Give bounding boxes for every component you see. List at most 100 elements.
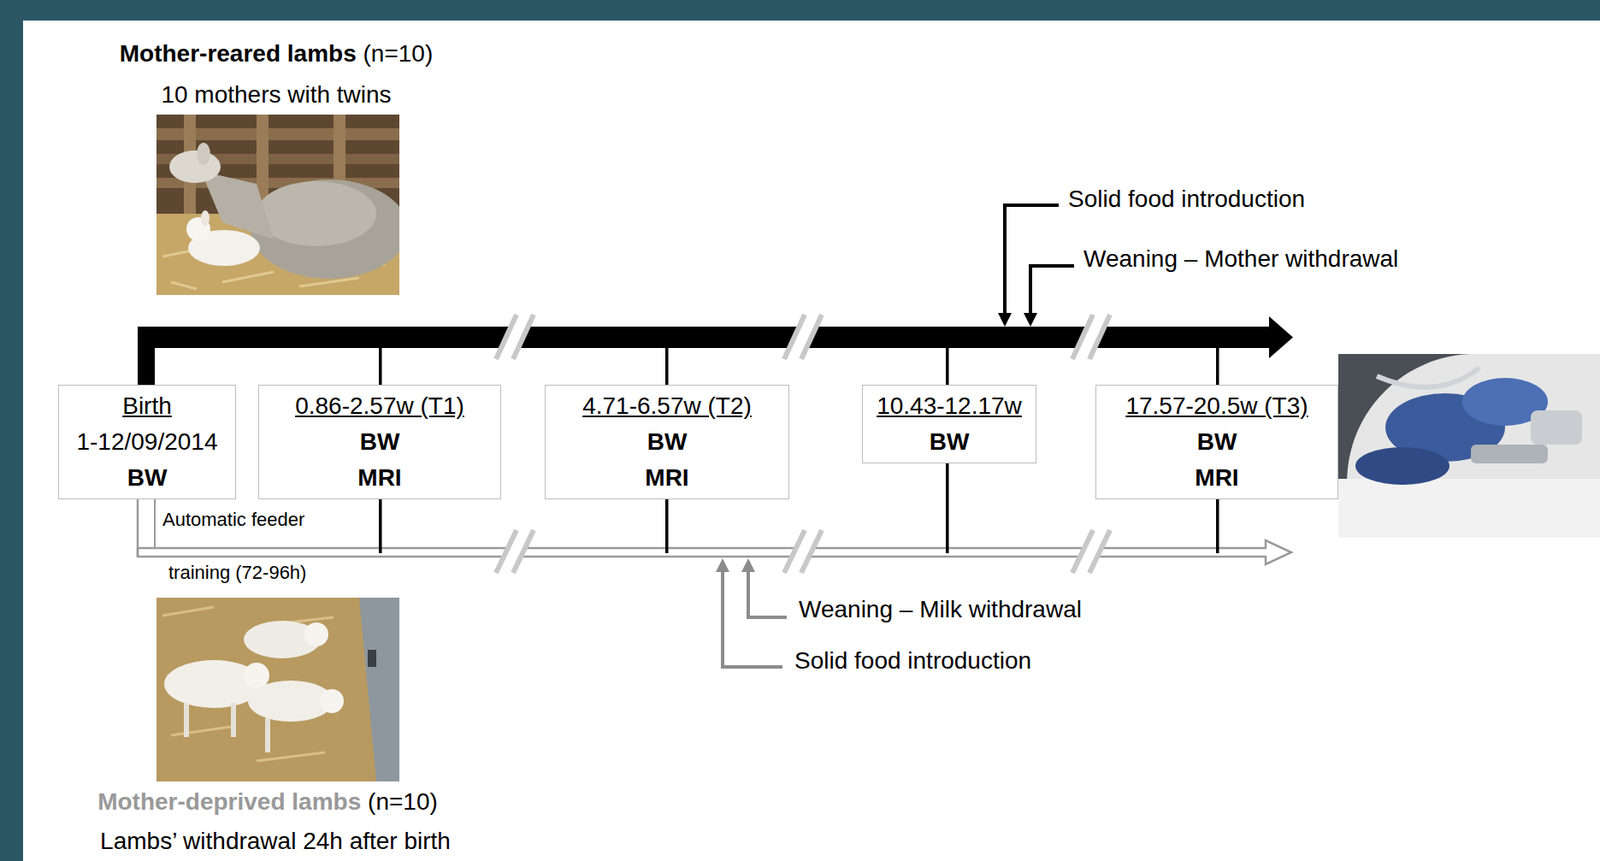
training-note: training (72-96h): [168, 561, 307, 584]
break-mark: [513, 314, 534, 360]
mother-reared-timeline: [378, 342, 383, 387]
event-leader-arrow: [715, 558, 787, 668]
break-mark: [495, 314, 534, 360]
break-mark: [1089, 530, 1110, 573]
mri-photo: [1355, 447, 1450, 485]
training-note: Automatic feeder: [162, 508, 305, 532]
mother-reared-timeline: [1269, 316, 1293, 359]
group-title: Mother-reared lambs: [119, 40, 357, 67]
mother-reared-timeline: [137, 326, 155, 385]
measure-text: MRI: [1194, 460, 1239, 496]
mother-reared-timeline: [1216, 342, 1220, 387]
event-leader-arrow: [1023, 312, 1038, 327]
event-leader-arrow: [1030, 265, 1075, 315]
event-label: Solid food introduction: [1068, 184, 1305, 214]
lambs-photo: [230, 702, 237, 738]
timepoint-box: 4.71-6.57w (T2)BWMRI: [544, 384, 790, 500]
break-mark: [801, 314, 822, 360]
mri-photo: [1338, 354, 1600, 538]
group-title: Mother-reared lambs(n=10): [119, 39, 434, 69]
ewe-photo: [200, 210, 210, 226]
mother-deprived-timeline: [137, 540, 1292, 565]
lambs-photo: [183, 702, 189, 738]
break-mark: [784, 314, 822, 360]
group-note: Lambs’ withdrawal 24h after birth: [100, 827, 451, 855]
timepoint-box: 10.43-12.17wBW: [861, 384, 1037, 464]
group-note: 10 mothers with twins: [160, 81, 391, 108]
group-title: (n=10): [367, 788, 438, 815]
measure-text: BW: [127, 460, 168, 496]
measure-text: MRI: [357, 460, 402, 496]
mother-deprived-timeline: [945, 456, 950, 554]
ewe-photo: [200, 171, 274, 240]
timepoint-box: 17.57-20.5w (T3)BWMRI: [1095, 384, 1339, 500]
lambs-photo: [156, 597, 400, 782]
ewe-photo: [169, 150, 221, 184]
mri-photo: [1530, 410, 1583, 445]
measure-text: BW: [929, 424, 970, 461]
mother-reared-timeline: [665, 342, 669, 387]
event-leader-arrow: [741, 558, 756, 573]
break-mark: [784, 530, 822, 573]
event-label: Weaning – Milk withdrawal: [798, 596, 1082, 623]
break-mark: [513, 530, 534, 573]
timepoint-heading: 0.86-2.57w (T1): [295, 388, 465, 425]
mother-deprived-timeline: [136, 495, 140, 557]
timepoint-heading: 10.43-12.17w: [876, 388, 1022, 425]
group-note: Lambs’ withdrawal 24h after birth: [100, 826, 451, 857]
ewe-photo: [196, 142, 211, 166]
mother-reared-timeline: [137, 316, 1293, 387]
event-leader-arrow: [997, 312, 1012, 327]
timepoint-box: Birth1-12/09/2014BW: [58, 384, 237, 500]
timepoint-heading: 4.71-6.57w (T2): [582, 388, 752, 425]
measure-text: BW: [360, 424, 401, 461]
ewe-photo: [250, 179, 400, 279]
break-mark: [1072, 530, 1110, 573]
event-leader-arrow: [997, 205, 1075, 327]
mother-deprived-timeline: [1216, 495, 1220, 554]
measure-text: BW: [647, 424, 688, 461]
event-leader-arrow: [722, 570, 783, 668]
measure-text: MRI: [644, 460, 689, 496]
timepoint-heading: 17.57-20.5w (T3): [1125, 388, 1308, 425]
timepoint-heading: Birth: [122, 388, 172, 425]
break-mark: [495, 314, 1110, 573]
break-mark: [1072, 314, 1110, 360]
measure-text: BW: [1197, 424, 1238, 461]
mother-reared-timeline: [945, 342, 950, 387]
lambs-photo: [367, 649, 377, 668]
training-note: training (72-96h): [168, 561, 307, 585]
measure-text: 1-12/09/2014: [76, 424, 218, 461]
mother-deprived-timeline: [665, 495, 669, 554]
group-title: Mother-deprived lambs(n=10): [97, 787, 438, 817]
break-mark: [801, 530, 822, 573]
break-mark: [1089, 314, 1110, 360]
lambs-photo: [304, 622, 329, 647]
mri-photo: [1376, 367, 1480, 388]
event-leader-arrow: [748, 570, 787, 618]
event-label: Weaning – Milk withdrawal: [798, 595, 1082, 625]
event-label: Weaning – Mother withdrawal: [1083, 245, 1399, 272]
group-title: Mother-deprived lambs: [97, 788, 361, 815]
lambs-photo: [243, 662, 270, 689]
event-label: Solid food introduction: [794, 646, 1032, 676]
lambs-photo: [265, 718, 271, 753]
mother-deprived-timeline: [378, 493, 383, 554]
ewe-photo: [156, 114, 400, 296]
event-leader-arrow: [715, 558, 730, 573]
mri-photo: [1470, 444, 1548, 464]
mri-photo: [1338, 354, 1600, 538]
event-label: Solid food introduction: [794, 647, 1032, 674]
lambs-photo: [319, 689, 344, 714]
group-note: 10 mothers with twins: [160, 80, 391, 110]
training-note: Automatic feeder: [162, 508, 305, 531]
event-label: Solid food introduction: [1068, 185, 1305, 213]
timepoint-box: 0.86-2.57w (T1)BWMRI: [258, 384, 502, 500]
lambs-photo: [162, 607, 334, 762]
lambs-photo: [156, 597, 400, 782]
break-mark: [495, 530, 534, 573]
group-title: (n=10): [363, 40, 434, 67]
mother-deprived-timeline: [153, 495, 156, 549]
